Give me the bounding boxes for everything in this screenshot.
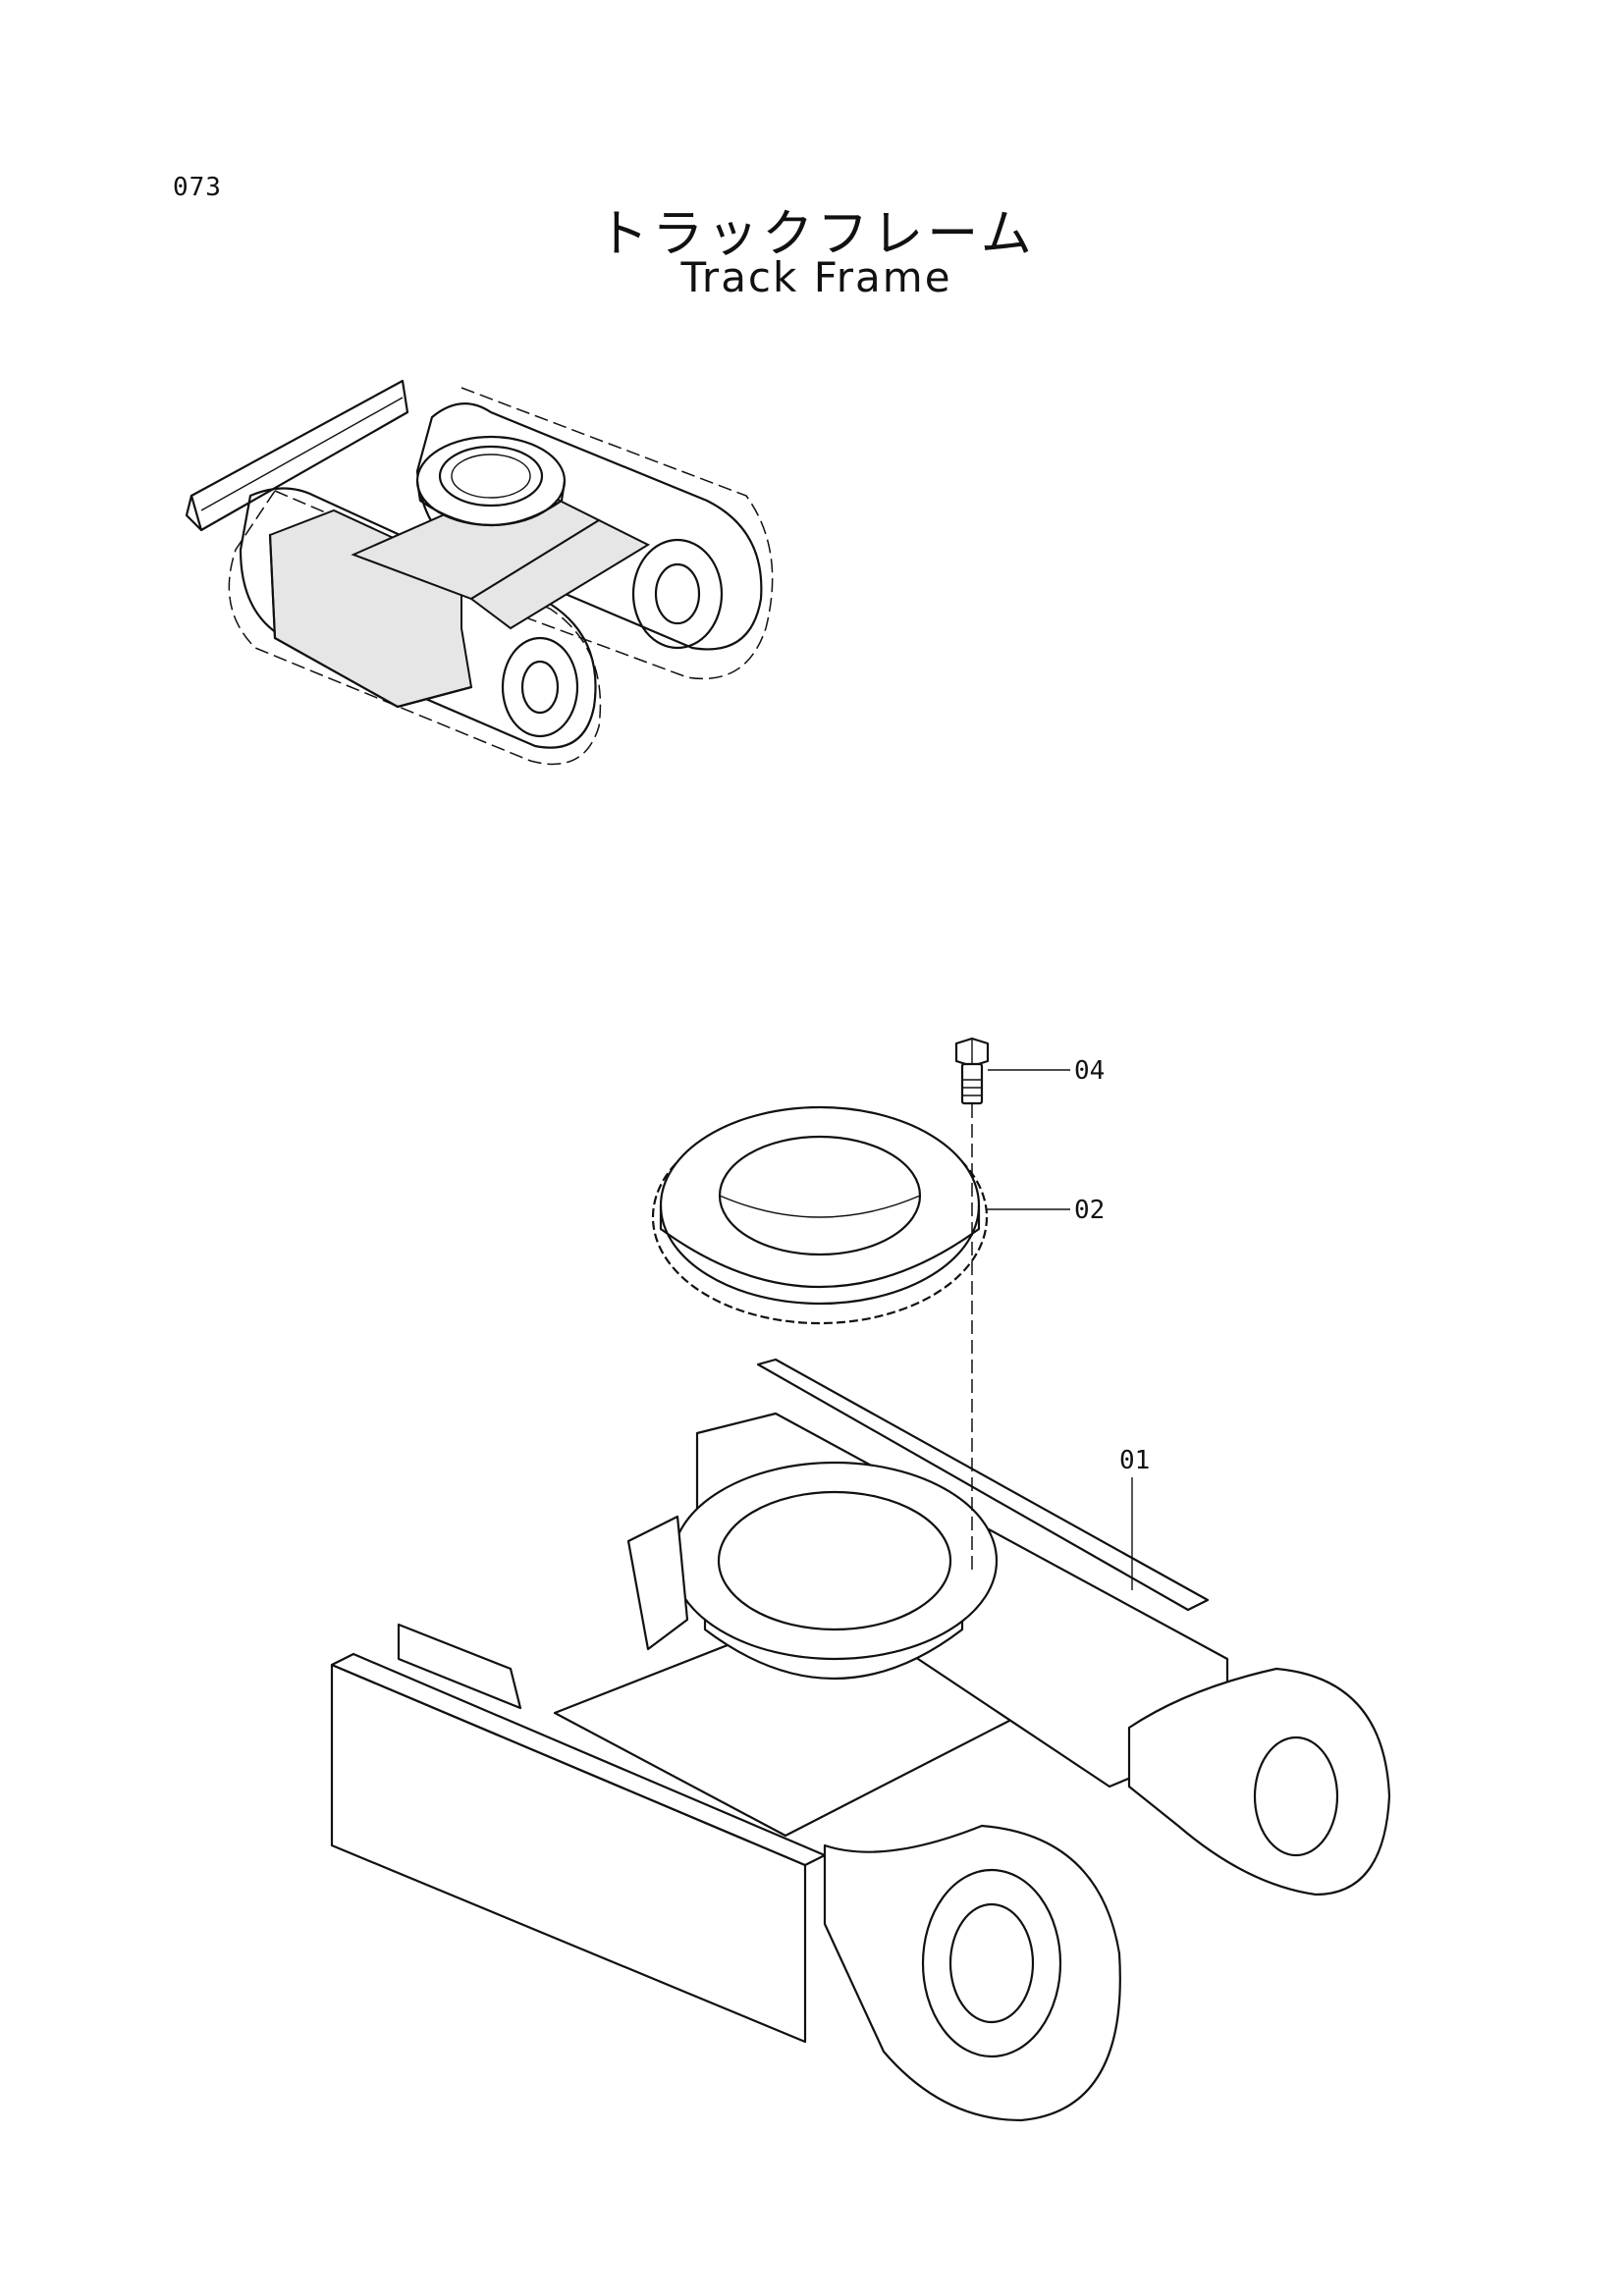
track-frame-01	[330, 1358, 1391, 2122]
callout-label-01: 01	[1119, 1446, 1150, 1475]
page-title-english: Track Frame	[680, 253, 952, 301]
overview-left-track	[239, 487, 597, 749]
callout-02: 02	[987, 1196, 1105, 1225]
callout-04: 04	[988, 1056, 1105, 1086]
page-number: 073	[173, 173, 222, 202]
ring-gear-02	[651, 1105, 989, 1325]
page-title-japanese: トラックフレーム	[597, 205, 1036, 264]
callout-01: 01	[1119, 1446, 1150, 1590]
callout-label-04: 04	[1074, 1056, 1105, 1086]
bolt-04	[954, 1037, 990, 1105]
overview-swing-bearing	[415, 435, 567, 527]
overview-dashed-tracks	[228, 387, 774, 766]
callout-label-02: 02	[1074, 1196, 1105, 1225]
overview-dozer-blade	[185, 379, 409, 532]
